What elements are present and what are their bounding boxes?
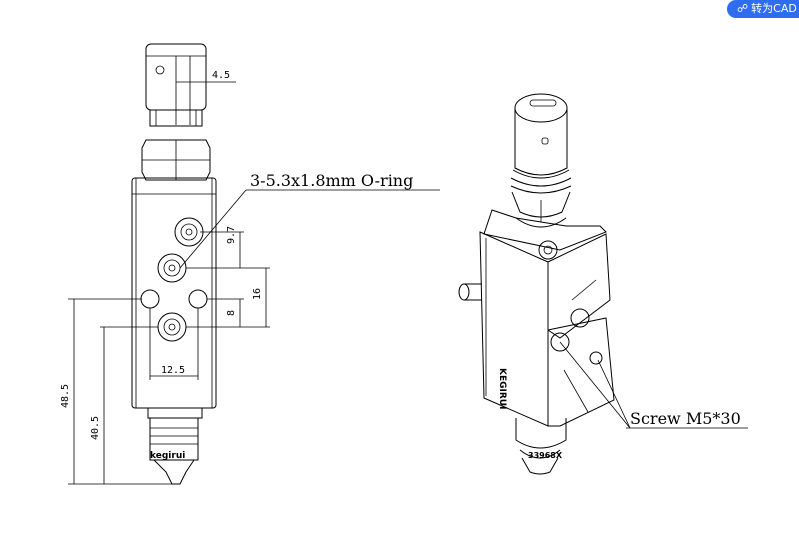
- part-number: 33968X: [528, 451, 563, 460]
- oring-callout: 3-5.3x1.8mm O-ring: [179, 171, 440, 269]
- orthographic-view: kegirui: [131, 43, 217, 485]
- dim-v3: 8: [226, 310, 237, 316]
- dim-height-total: 48.5: [60, 384, 71, 408]
- dim-v2: 16: [252, 288, 263, 300]
- dim-v1: 9.7: [226, 226, 237, 244]
- ports: [140, 217, 208, 342]
- dim-h1: 12.5: [161, 365, 185, 376]
- convert-to-cad-button[interactable]: ☍转为CAD: [727, 0, 799, 18]
- isometric-view: KEGIRUI 33968X: [458, 93, 615, 475]
- oring-label: 3-5.3x1.8mm O-ring: [250, 171, 413, 190]
- dim-height-inner: 40.5: [90, 416, 101, 440]
- convert-to-cad-label: 转为CAD: [751, 2, 797, 15]
- dimensions: 4.5 9.7 16 8 12.5 48.5 40.5: [60, 70, 270, 485]
- link-icon: ☍: [737, 2, 749, 15]
- screw-label: Screw M5*30: [630, 409, 741, 428]
- brand-label-left: kegirui: [150, 451, 185, 461]
- dim-top-width: 4.5: [212, 70, 230, 81]
- screw-callout: Screw M5*30: [559, 341, 748, 429]
- brand-label-right: KEGIRUI: [497, 368, 507, 409]
